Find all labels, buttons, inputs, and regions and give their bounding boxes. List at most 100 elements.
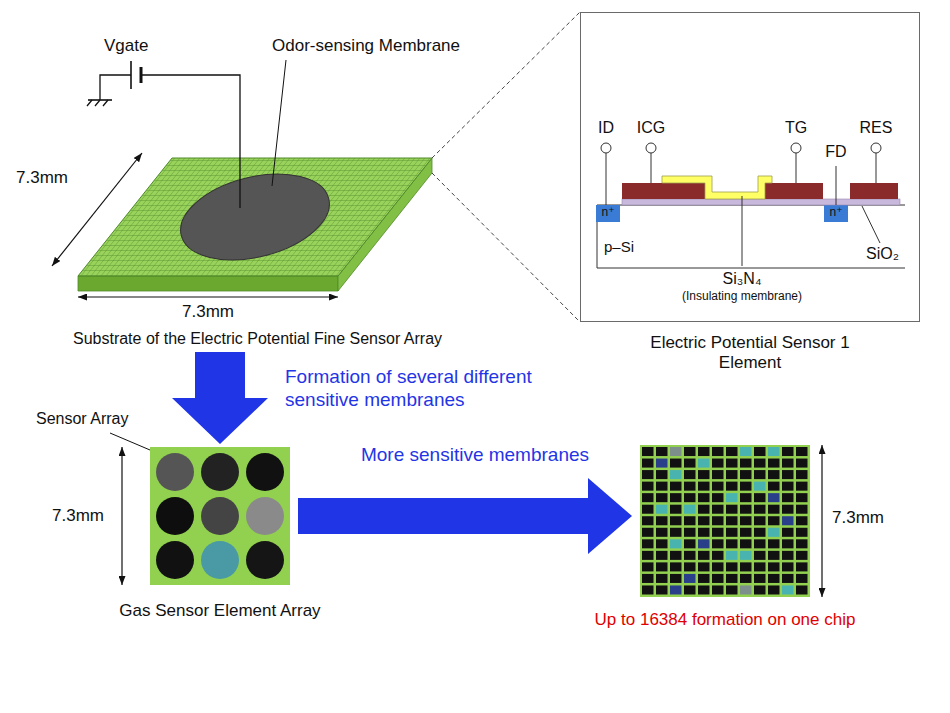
sensor-cell <box>684 516 696 525</box>
sensor-cell <box>754 562 766 571</box>
sensor-cell <box>796 585 808 594</box>
sensor-cell <box>768 574 780 583</box>
sensor-cell <box>712 482 724 491</box>
sensor-cell <box>782 551 794 560</box>
sensor-cell <box>796 493 808 502</box>
sensor-cell <box>740 482 752 491</box>
sensing-membrane <box>246 497 284 535</box>
sensor-chip <box>78 158 432 291</box>
sensor-cell <box>726 574 738 583</box>
gas-sensor-array: Gas Sensor Element Array <box>150 447 290 585</box>
sensor-cell <box>642 574 654 583</box>
sensor-cell <box>782 459 794 468</box>
leader-line <box>110 433 150 450</box>
wire <box>141 75 240 208</box>
sensor-cell <box>768 493 780 502</box>
battery-plate <box>130 61 132 89</box>
leader-line <box>272 60 286 186</box>
sensor-cell <box>740 493 752 502</box>
sensor-cell <box>796 528 808 537</box>
sensor-cell <box>642 447 654 456</box>
sensor-cell <box>712 470 724 479</box>
sensor-cell <box>782 528 794 537</box>
sensor-cell <box>796 574 808 583</box>
sensor-cell <box>768 528 780 537</box>
sensor-cell <box>726 447 738 456</box>
sensor-cell <box>796 482 808 491</box>
sensing-membrane <box>156 497 194 535</box>
sensing-membrane <box>156 541 194 579</box>
pin-line <box>836 166 837 205</box>
sensing-membrane <box>201 541 239 579</box>
odor-sensing-membrane <box>172 160 339 274</box>
grid-cells <box>642 447 808 595</box>
sensor-cell <box>698 528 710 537</box>
inset-ground <box>580 12 920 322</box>
process-arrow <box>298 478 632 554</box>
sensor-cell <box>796 562 808 571</box>
chip-top-face <box>78 158 432 276</box>
tg-gate <box>765 183 823 199</box>
substrate-chip: Substrate of the Electric Potential Fine… <box>20 140 495 350</box>
sensor-cell <box>754 551 766 560</box>
part-label: 7.3mm <box>832 508 884 528</box>
sensor-cell <box>796 459 808 468</box>
gate-voltage-circuit <box>87 61 240 208</box>
dimension-arrow <box>78 296 338 297</box>
sensor-cell <box>754 539 766 548</box>
sensor-cell <box>642 516 654 525</box>
sensing-membrane <box>201 497 239 535</box>
sensor-cell <box>768 505 780 514</box>
leader-line <box>742 196 743 266</box>
sensor-cell <box>768 516 780 525</box>
sensor-cell <box>740 562 752 571</box>
si3n4-membrane <box>662 176 772 199</box>
sensor-cell <box>684 482 696 491</box>
arrow-label: More sensitive membranes <box>320 444 630 467</box>
sensor-cell <box>656 528 668 537</box>
gas-sensor-array <box>150 447 290 585</box>
node-caption: Electric Potential Sensor 1 Element <box>630 333 870 374</box>
sensor-cell <box>740 574 752 583</box>
part-label: (Insulating membrane) <box>682 290 802 304</box>
sensor-cell <box>642 459 654 468</box>
part-label: TG <box>785 119 807 137</box>
sensor-cell <box>768 551 780 560</box>
pin-terminal <box>646 143 656 153</box>
zoom-guide-line <box>432 12 580 322</box>
sensing-membrane <box>156 453 194 491</box>
sensor-cell <box>796 516 808 525</box>
sensor-cell <box>740 539 752 548</box>
sensor-cell <box>642 470 654 479</box>
sio2-layer <box>622 199 900 205</box>
pin-line <box>796 153 797 183</box>
sensor-cell <box>684 528 696 537</box>
sensor-cell <box>670 539 682 548</box>
sensor-cell <box>726 459 738 468</box>
pin-terminal <box>601 143 611 153</box>
sensor-cell <box>698 482 710 491</box>
sensor-cell <box>670 482 682 491</box>
sensor-cell <box>796 551 808 560</box>
dimension-arrow <box>121 447 122 585</box>
sensor-cell <box>712 459 724 468</box>
sensor-cell <box>768 459 780 468</box>
sensor-cell <box>726 505 738 514</box>
sensor-cell <box>782 562 794 571</box>
pin-line <box>876 153 877 183</box>
sensor-cell <box>754 574 766 583</box>
sensor-cell <box>754 447 766 456</box>
sensor-cell <box>698 551 710 560</box>
cross-section <box>596 143 905 268</box>
sensor-cell <box>754 482 766 491</box>
sensor-cell <box>656 539 668 548</box>
part-label: 7.3mm <box>16 168 68 188</box>
sensor-cell <box>684 447 696 456</box>
sensor-cell <box>670 459 682 468</box>
pin-line <box>606 153 607 205</box>
sensor-cell <box>754 505 766 514</box>
sensor-cell <box>768 539 780 548</box>
arrow-label: Formation of several different sensitive… <box>285 366 575 412</box>
sensor-cell <box>754 493 766 502</box>
